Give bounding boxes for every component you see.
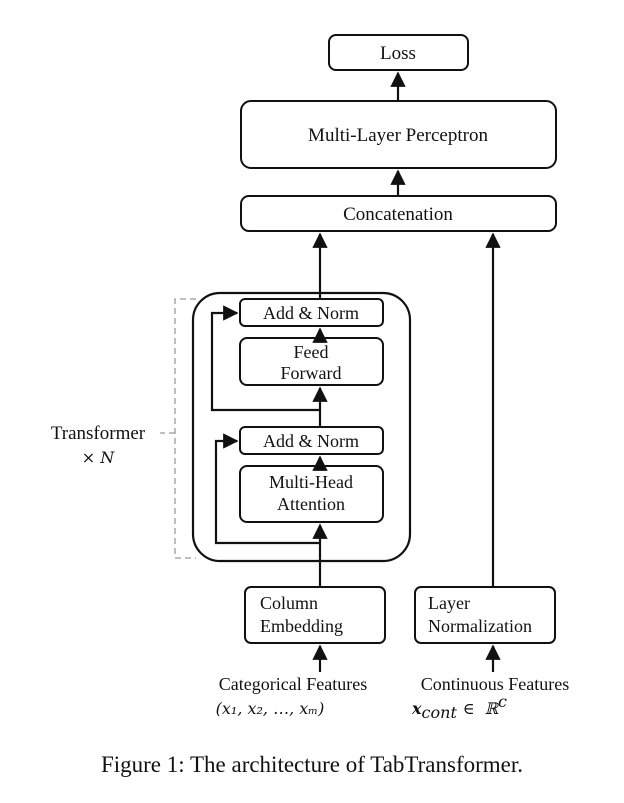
column-embedding-label-line-1: Column [260,593,318,613]
mlp-label: Multi-Layer Perceptron [308,125,488,146]
transformer-repeat-bracket [160,298,196,559]
feed-forward-label-line-2: Forward [281,363,342,383]
add-norm-lower-label: Add & Norm [263,431,359,451]
continuous-features-label: Continuous Features [421,674,570,694]
concatenation-node: Concatenation [240,195,557,232]
add-norm-lower-node: Add & Norm [239,426,384,455]
categorical-features-set: (x₁, x₂, …, xₘ) [216,699,325,718]
loss-node: Loss [328,34,469,71]
continuous-real-space: ℝ [485,699,500,718]
column-embedding-node: Column Embedding [244,586,386,644]
continuous-var: 𝒙 [411,699,422,718]
column-embedding-label-line-2: Embedding [260,616,343,636]
transformer-label: Transformer [51,423,146,444]
continuous-features-formula: 𝒙cont ∈ ℝc [411,692,507,722]
mha-label-line-2: Attention [277,494,345,514]
layer-normalization-label-line-2: Normalization [428,616,532,636]
concatenation-label: Concatenation [343,204,453,225]
add-norm-upper-label: Add & Norm [263,303,359,323]
feed-forward-label-line-1: Feed [294,342,329,362]
residual-connection-attention [214,433,320,545]
mlp-node: Multi-Layer Perceptron [240,100,557,169]
layer-normalization-label-line-1: Layer [428,593,470,613]
continuous-subscript: cont [422,703,458,722]
transformer-block [191,291,412,563]
continuous-dimension: c [498,692,507,711]
loss-label: Loss [380,43,416,64]
multi-head-attention-node: Multi-Head Attention [239,465,384,523]
categorical-features-label: Categorical Features [219,674,367,694]
layer-normalization-node: Layer Normalization [414,586,556,644]
feed-forward-node: Feed Forward [239,337,384,386]
figure-caption: Figure 1: The architecture of TabTransfo… [101,752,523,777]
add-norm-upper-node: Add & Norm [239,298,384,327]
continuous-element-of: ∈ [463,699,475,718]
transformer-repeat-label: × N [82,448,115,467]
mha-label-line-1: Multi-Head [269,472,353,492]
residual-connection-feedforward [210,305,320,412]
